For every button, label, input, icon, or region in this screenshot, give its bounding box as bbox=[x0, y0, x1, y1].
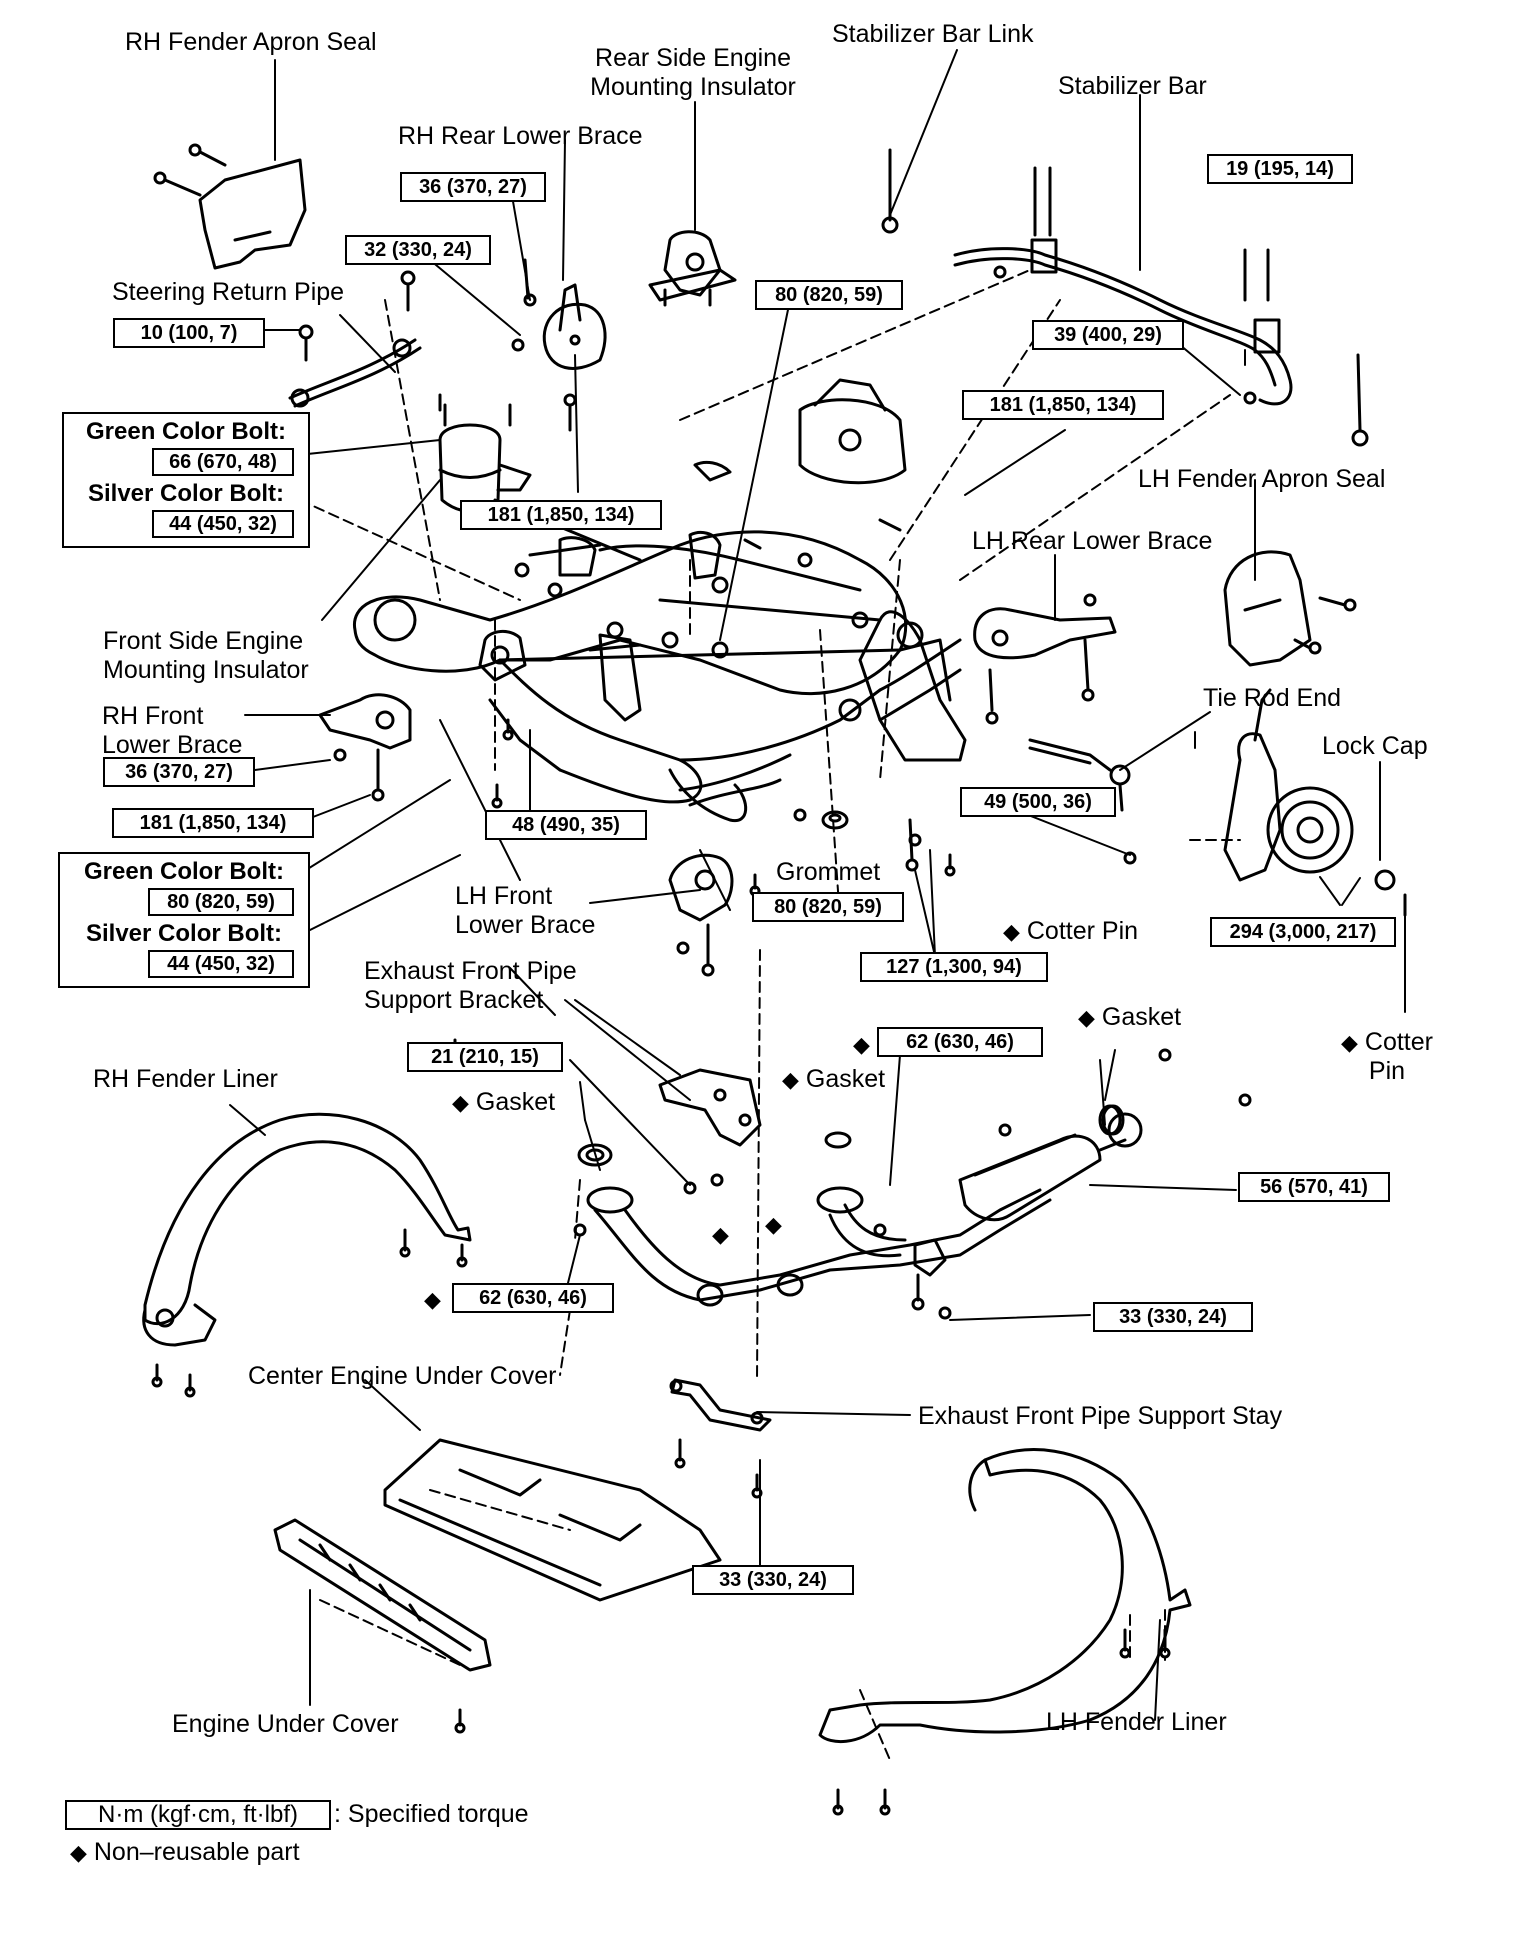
legend-torque-unit-box: N·m (kgf·cm, ft·lbf) bbox=[65, 1800, 331, 1830]
torque-lh-front-lower-brace: 80 (820, 59) bbox=[752, 892, 904, 922]
label-lock-cap: Lock Cap bbox=[1322, 732, 1428, 760]
torque-stabilizer-bar-bracket: 19 (195, 14) bbox=[1207, 154, 1353, 184]
exhaust-front-pipe-support-bracket-part bbox=[658, 1068, 762, 1195]
torque-front-pipe-flange-left: 62 (630, 46) bbox=[452, 1283, 614, 1313]
non-reusable-diamond-icon: ◆ bbox=[1003, 919, 1020, 944]
rear-side-engine-mounting-insulator-part bbox=[648, 230, 737, 307]
label-stabilizer-bar-link: Stabilizer Bar Link bbox=[832, 20, 1034, 48]
center-engine-mount-part bbox=[798, 378, 907, 485]
bolt-color-group-lower: Green Color Bolt: 80 (820, 59) Silver Co… bbox=[58, 852, 310, 988]
torque-lower-brace-bolt: 127 (1,300, 94) bbox=[860, 952, 1048, 982]
label-center-engine-under-cover: Center Engine Under Cover bbox=[248, 1362, 557, 1390]
torque-steering-return-pipe: 10 (100, 7) bbox=[113, 318, 265, 348]
non-reusable-diamond-icon: ◆ bbox=[1078, 1005, 1095, 1030]
steering-knuckle-part bbox=[1223, 688, 1407, 917]
non-reusable-diamond-icon: ◆ bbox=[765, 1212, 782, 1237]
torque-front-pipe-flange-right: 62 (630, 46) bbox=[877, 1027, 1043, 1057]
label-rh-rear-lower-brace: RH Rear Lower Brace bbox=[398, 122, 643, 150]
non-reusable-diamond-icon: ◆ bbox=[424, 1287, 441, 1312]
lh-front-lower-brace-part bbox=[668, 853, 734, 977]
non-reusable-diamond-icon: ◆ bbox=[70, 1840, 87, 1865]
label-lh-front-lower-brace: LH Front Lower Brace bbox=[455, 882, 596, 939]
label-lh-fender-apron-seal: LH Fender Apron Seal bbox=[1138, 465, 1386, 493]
torque-front-mount-bolt: 48 (490, 35) bbox=[485, 810, 647, 840]
label-rear-side-engine-mounting-insulator: Rear Side Engine Mounting Insulator bbox=[590, 44, 796, 101]
alignment-dashes bbox=[299, 269, 1241, 1761]
label-lh-rear-lower-brace: LH Rear Lower Brace bbox=[972, 527, 1213, 555]
torque-center-mount-bolt: 181 (1,850, 134) bbox=[962, 390, 1164, 420]
label-gasket-left: ◆ Gasket bbox=[452, 1088, 556, 1116]
torque-lock-nut: 294 (3,000, 217) bbox=[1210, 917, 1396, 947]
torque-stabilizer-bar-link: 39 (400, 29) bbox=[1032, 320, 1184, 350]
non-reusable-diamond-icon: ◆ bbox=[712, 1222, 729, 1247]
torque-crossmember-front-bolt: 181 (1,850, 134) bbox=[112, 808, 314, 838]
steering-return-pipe-part bbox=[288, 270, 422, 408]
rh-fender-apron-seal-part bbox=[153, 143, 307, 270]
torque-rh-rear-lower-brace: 36 (370, 27) bbox=[400, 172, 546, 202]
legend-torque-desc: : Specified torque bbox=[334, 1800, 529, 1828]
label-rh-front-lower-brace: RH Front Lower Brace bbox=[102, 702, 243, 759]
exhaust-front-pipe-part bbox=[586, 1104, 1143, 1320]
torque-rh-front-lower-brace: 36 (370, 27) bbox=[103, 757, 255, 787]
non-reusable-diamond-icon: ◆ bbox=[1341, 1030, 1358, 1055]
label-gasket-middle: ◆ Gasket bbox=[782, 1065, 886, 1093]
front-side-engine-mounting-insulator-part bbox=[438, 403, 532, 513]
bolt-fasteners bbox=[438, 258, 956, 1057]
rh-rear-lower-brace-part bbox=[511, 283, 607, 432]
label-tie-rod-end: Tie Rod End bbox=[1203, 684, 1342, 712]
label-exhaust-front-pipe-support-bracket: Exhaust Front Pipe Support Bracket bbox=[364, 957, 577, 1014]
torque-support-stay: 33 (330, 24) bbox=[692, 1565, 854, 1595]
rh-fender-liner-part bbox=[142, 1112, 472, 1398]
non-reusable-diamond-icon: ◆ bbox=[782, 1067, 799, 1092]
label-front-side-engine-mounting-insulator: Front Side Engine Mounting Insulator bbox=[103, 627, 309, 684]
label-stabilizer-bar: Stabilizer Bar bbox=[1058, 72, 1207, 100]
torque-rear-mount-bolt: 80 (820, 59) bbox=[755, 280, 903, 310]
lh-fender-liner-part bbox=[818, 1448, 1192, 1816]
label-cotter-pin-right: ◆ Cotter Pin bbox=[1341, 1028, 1433, 1085]
engine-under-cover-part bbox=[273, 1518, 492, 1734]
label-exhaust-front-pipe-support-stay: Exhaust Front Pipe Support Stay bbox=[918, 1402, 1283, 1430]
non-reusable-diamond-icon: ◆ bbox=[452, 1090, 469, 1115]
tie-rod-end-part bbox=[1028, 738, 1137, 865]
label-rh-fender-liner: RH Fender Liner bbox=[93, 1065, 278, 1093]
torque-catalytic-converter-nut: 56 (570, 41) bbox=[1238, 1172, 1390, 1202]
center-engine-under-cover-part bbox=[383, 1438, 722, 1602]
legend-non-reusable: ◆ Non–reusable part bbox=[70, 1838, 300, 1866]
label-rh-fender-apron-seal: RH Fender Apron Seal bbox=[125, 28, 377, 56]
lh-rear-lower-brace-part bbox=[973, 593, 1117, 725]
exhaust-front-pipe-support-stay-part bbox=[669, 1378, 772, 1499]
rh-front-lower-brace-part bbox=[318, 693, 412, 802]
torque-support-bracket: 21 (210, 15) bbox=[407, 1042, 563, 1072]
grommet-part bbox=[793, 808, 922, 872]
non-reusable-diamond-icon: ◆ bbox=[853, 1032, 870, 1057]
torque-crossmember-rear-bolt: 181 (1,850, 134) bbox=[460, 500, 662, 530]
label-lh-fender-liner: LH Fender Liner bbox=[1046, 1708, 1227, 1736]
label-gasket-right: ◆ Gasket bbox=[1078, 1003, 1182, 1031]
torque-rh-rear-brace-bolt: 32 (330, 24) bbox=[345, 235, 491, 265]
torque-front-pipe-support: 33 (330, 24) bbox=[1093, 1302, 1253, 1332]
label-engine-under-cover: Engine Under Cover bbox=[172, 1710, 399, 1738]
leader-lines bbox=[229, 49, 1406, 1721]
torque-tie-rod-end-nut: 49 (500, 36) bbox=[960, 787, 1116, 817]
gasket-parts bbox=[573, 1048, 1252, 1237]
stabilizer-bar-part bbox=[881, 148, 1369, 447]
label-cotter-pin: ◆ Cotter Pin bbox=[1003, 917, 1139, 945]
lh-fender-apron-seal-part bbox=[1223, 550, 1357, 667]
bolt-color-group-upper: Green Color Bolt: 66 (670, 48) Silver Co… bbox=[62, 412, 310, 548]
suspension-crossmember-part bbox=[352, 460, 967, 823]
label-steering-return-pipe: Steering Return Pipe bbox=[112, 278, 345, 306]
label-grommet: Grommet bbox=[776, 858, 881, 886]
